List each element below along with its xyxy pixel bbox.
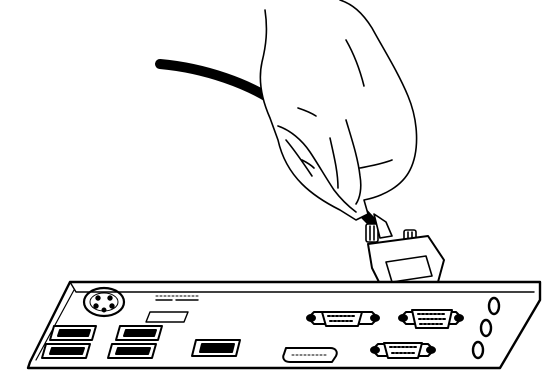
- io-panel-icon: [28, 282, 540, 368]
- usb-port-single: [192, 340, 240, 356]
- vga-plug-icon: [366, 214, 444, 292]
- parallel-port-icon: [283, 348, 337, 362]
- hand-icon: [260, 0, 416, 220]
- dsub-port-left: [307, 312, 379, 326]
- dsub-port-lower: [371, 343, 435, 358]
- plug-screw-left: [366, 224, 378, 242]
